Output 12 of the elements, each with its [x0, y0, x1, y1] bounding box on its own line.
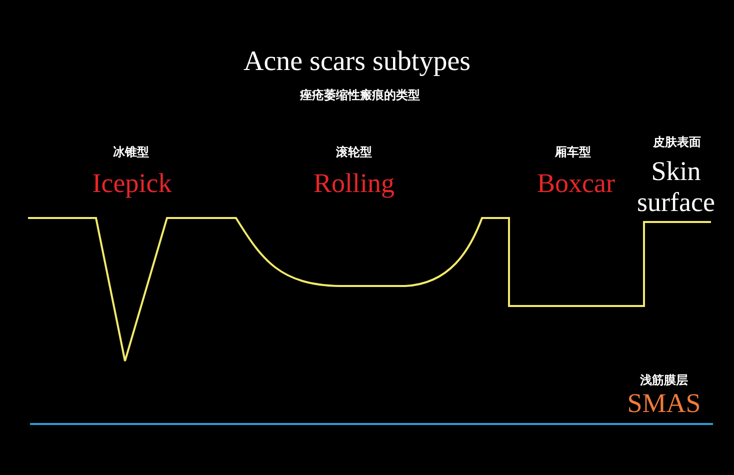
type-label: 厢车型 — [555, 144, 591, 161]
layer-label: 皮肤表面 — [653, 134, 701, 151]
subtitle: 痤疮萎缩性瘢痕的类型 — [300, 87, 420, 104]
title: Acne scars subtypes — [243, 46, 471, 78]
layer-name: SMAS — [627, 388, 701, 419]
type-name: Icepick — [92, 168, 172, 199]
type-label: 冰锥型 — [113, 144, 149, 161]
layer-name: Skin surface — [636, 156, 716, 218]
type-name: Boxcar — [537, 168, 615, 199]
layer-label: 浅筋膜层 — [640, 372, 688, 389]
type-label: 滚轮型 — [336, 144, 372, 161]
type-name: Rolling — [314, 168, 394, 199]
